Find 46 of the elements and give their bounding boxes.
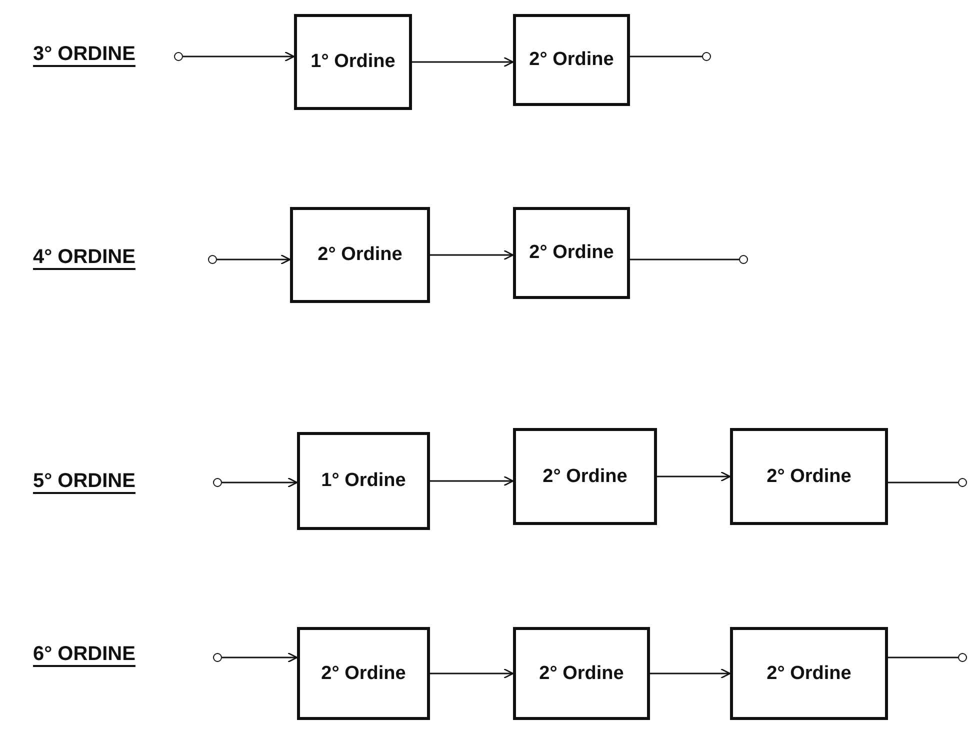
arrow	[217, 254, 291, 265]
block-label: 2° Ordine	[542, 466, 628, 488]
block-box	[297, 627, 430, 720]
arrow	[183, 51, 295, 62]
order-heading: 4° ORDINE	[33, 246, 136, 269]
block-label: 2° Ordine	[321, 662, 406, 684]
arrow	[430, 668, 514, 679]
block-label: 1° Ordine	[321, 470, 406, 492]
block-box	[290, 207, 430, 303]
terminal-circle	[702, 52, 711, 61]
connector-line	[630, 56, 702, 58]
arrow	[412, 56, 514, 68]
block-box	[730, 627, 888, 720]
arrow	[222, 477, 298, 488]
order-heading: 5° ORDINE	[33, 470, 136, 493]
terminal-circle	[958, 653, 967, 662]
block-box	[513, 428, 657, 525]
block-box	[730, 428, 888, 525]
block-box	[297, 432, 430, 530]
block-box	[513, 627, 650, 720]
terminal-circle	[213, 653, 222, 662]
terminal-circle	[958, 478, 967, 487]
terminal-circle	[739, 255, 748, 264]
terminal-circle	[213, 478, 222, 487]
block-box	[294, 14, 412, 110]
block-label: 2° Ordine	[539, 662, 624, 684]
arrow	[650, 668, 731, 679]
block-label: 2° Ordine	[529, 242, 614, 264]
block-label: 1° Ordine	[310, 51, 396, 73]
arrow	[222, 652, 298, 663]
terminal-circle	[208, 255, 217, 264]
block-box	[513, 14, 630, 106]
order-heading: 6° ORDINE	[33, 643, 136, 666]
arrow	[430, 250, 514, 260]
block-label: 2° Ordine	[766, 662, 852, 684]
order-heading: 3° ORDINE	[33, 43, 136, 66]
terminal-circle	[174, 52, 183, 61]
connector-line	[888, 482, 958, 484]
connector-line	[630, 258, 739, 260]
arrow	[657, 471, 731, 482]
connector-line	[888, 656, 958, 658]
block-label: 2° Ordine	[766, 466, 852, 488]
block-label: 2° Ordine	[318, 244, 402, 266]
block-box	[513, 207, 630, 299]
arrow	[430, 476, 514, 486]
block-label: 2° Ordine	[529, 49, 614, 71]
